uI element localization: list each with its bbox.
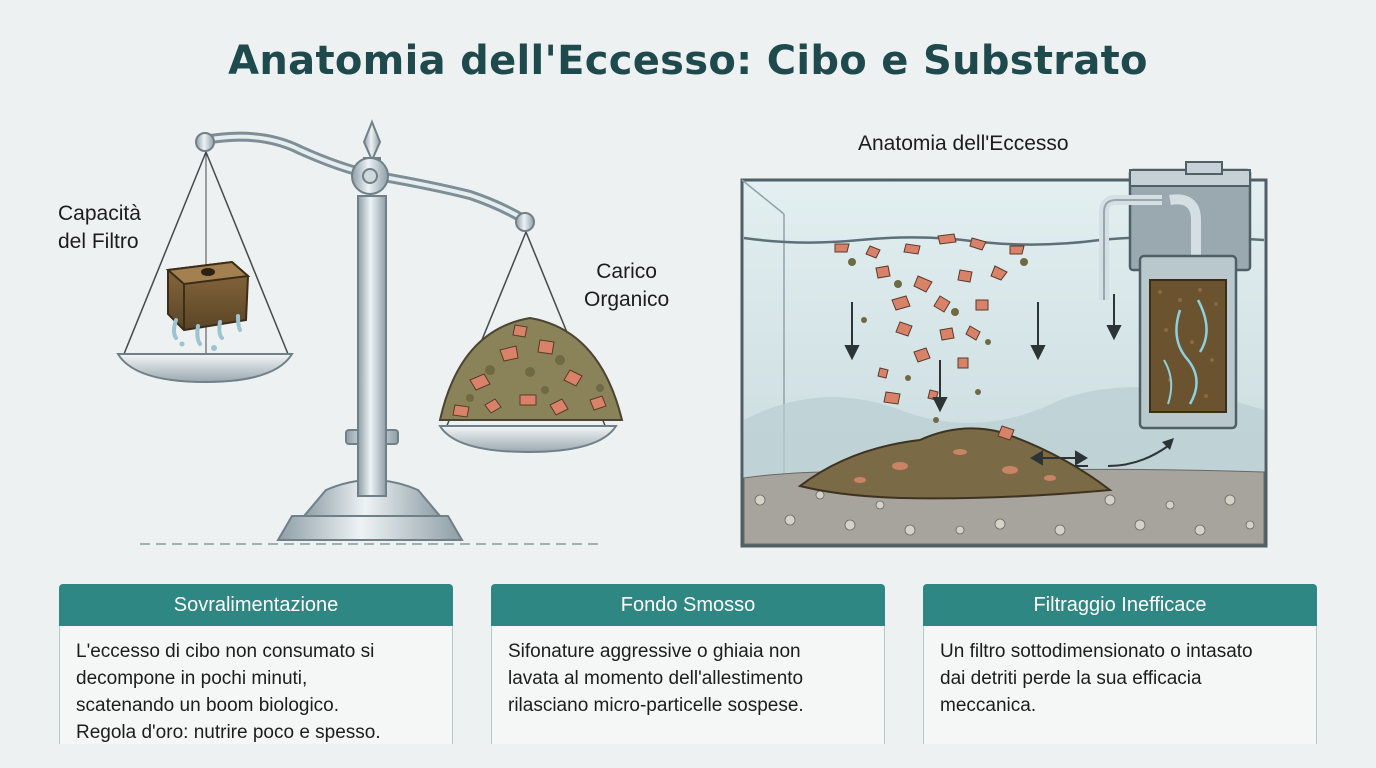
card-ineffective-filtration-heading: Filtraggio Inefficace [923, 584, 1317, 626]
organic-load-label: Carico Organico [584, 258, 669, 314]
card-ineffective-filtration-body: Un filtro sottodimensionato o intasato d… [923, 626, 1317, 744]
sinking-arrows [844, 294, 1122, 413]
filter-unit-icon [1099, 161, 1252, 430]
filter-capacity-label-line2: del Filtro [58, 230, 139, 253]
card-stirred-substrate: Fondo Smosso Sifonature aggressive o ghi… [491, 584, 885, 744]
falling-food-particles [834, 233, 1025, 441]
card-overfeeding-heading: Sovralimentazione [59, 584, 453, 626]
card-stirred-substrate-line: Sifonature aggressive o ghiaia non [508, 641, 801, 662]
page-title: Anatomia dell'Eccesso: Cibo e Substrato [228, 38, 1148, 84]
food-pile-icon [438, 316, 624, 421]
card-overfeeding-line: L'eccesso di cibo non consumato si [76, 641, 375, 662]
card-stirred-substrate-body: Sifonature aggressive o ghiaia non lavat… [491, 626, 885, 744]
organic-load-label-line1: Carico [596, 260, 657, 283]
card-overfeeding-body: L'eccesso di cibo non consumato si decom… [59, 626, 453, 744]
card-ineffective-filtration: Filtraggio Inefficace Un filtro sottodim… [923, 584, 1317, 744]
card-overfeeding-line: decompone in pochi minuti, [76, 668, 308, 689]
organic-load-label-line2: Organico [584, 288, 670, 311]
sponge-icon [165, 260, 251, 351]
card-overfeeding: Sovralimentazione L'eccesso di cibo non … [59, 584, 453, 744]
card-ineffective-filtration-line: dai detriti perde la sua efficacia [940, 668, 1202, 689]
card-overfeeding-line: scatenando un boom biologico. [76, 695, 340, 716]
tank-label: Anatomia dell'Eccesso [858, 132, 1069, 155]
card-ineffective-filtration-line: Un filtro sottodimensionato o intasato [940, 641, 1253, 662]
filter-capacity-label-line1: Capacità [58, 202, 141, 225]
card-stirred-substrate-heading: Fondo Smosso [491, 584, 885, 626]
card-overfeeding-line: Regola d'oro: nutrire poco e spesso. [76, 722, 381, 743]
card-stirred-substrate-line: lavata al momento dell'allestimento [508, 668, 804, 689]
balance-scale [116, 119, 624, 545]
card-stirred-substrate-line: rilasciano micro-particelle sospese. [508, 695, 804, 716]
filter-capacity-label: Capacità del Filtro [58, 200, 141, 256]
card-ineffective-filtration-line: meccanica. [940, 695, 1037, 716]
